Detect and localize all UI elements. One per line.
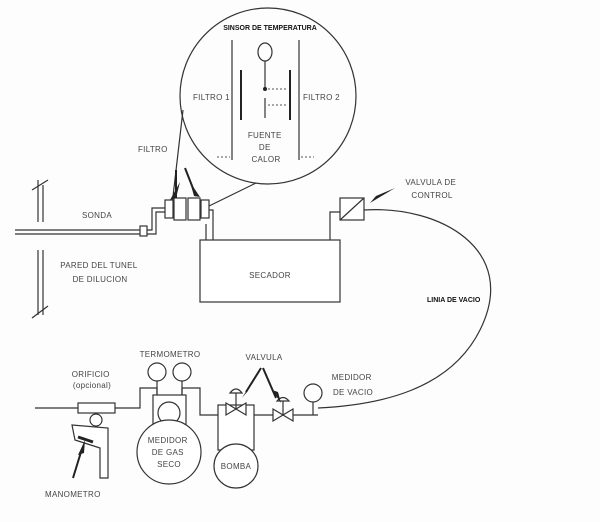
valve-label: VALVULA <box>246 353 283 362</box>
probe-label: SONDA <box>82 211 112 220</box>
pump-icon <box>213 404 259 489</box>
vacuum-gauge-icon <box>303 383 323 415</box>
filter-holders-icon <box>164 197 214 240</box>
dry-gas-meter-label: MEDIDOR DE GAS SECO <box>148 436 190 469</box>
probe-line <box>15 207 165 237</box>
filter-2-label: FILTRO 2 <box>303 93 340 102</box>
temperature-sensor-icon <box>257 42 273 62</box>
manometer-icon <box>71 424 109 479</box>
filter-label: FILTRO <box>138 145 168 154</box>
vacuum-line <box>317 209 492 409</box>
dryer-box <box>199 239 341 303</box>
filter-1-label: FILTRO 1 <box>193 93 230 102</box>
temp-sensor-label: SINSOR DE TEMPERATURA <box>223 25 317 32</box>
pump-label: BOMBA <box>221 462 252 471</box>
heat-source-label: FUENTE DE CALOR <box>248 131 284 164</box>
detail-magnifier: SINSOR DE TEMPERATURA FILTRO 1 FILTRO 2 … <box>171 7 357 209</box>
thermometer-icons <box>147 362 192 395</box>
orifice-label: ORIFICIO (opcional) <box>72 370 113 390</box>
manometer-label: MANOMETRO <box>45 490 101 499</box>
orifice-icon <box>77 402 116 427</box>
dry-gas-meter-icon <box>136 394 202 485</box>
vacuum-gauge-label: MEDIDOR DE VACIO <box>332 373 374 397</box>
vacuum-line-label: LINIA DE VACIO <box>427 297 481 304</box>
thermometer-label: TERMOMETRO <box>140 350 201 359</box>
tunnel-wall-label: PARED DEL TUNEL DE DILUCION <box>60 261 140 284</box>
dryer-label: SECADOR <box>249 271 291 280</box>
control-valve-label: VALVULA DE CONTROL <box>405 178 458 200</box>
tunnel-wall <box>31 179 49 319</box>
